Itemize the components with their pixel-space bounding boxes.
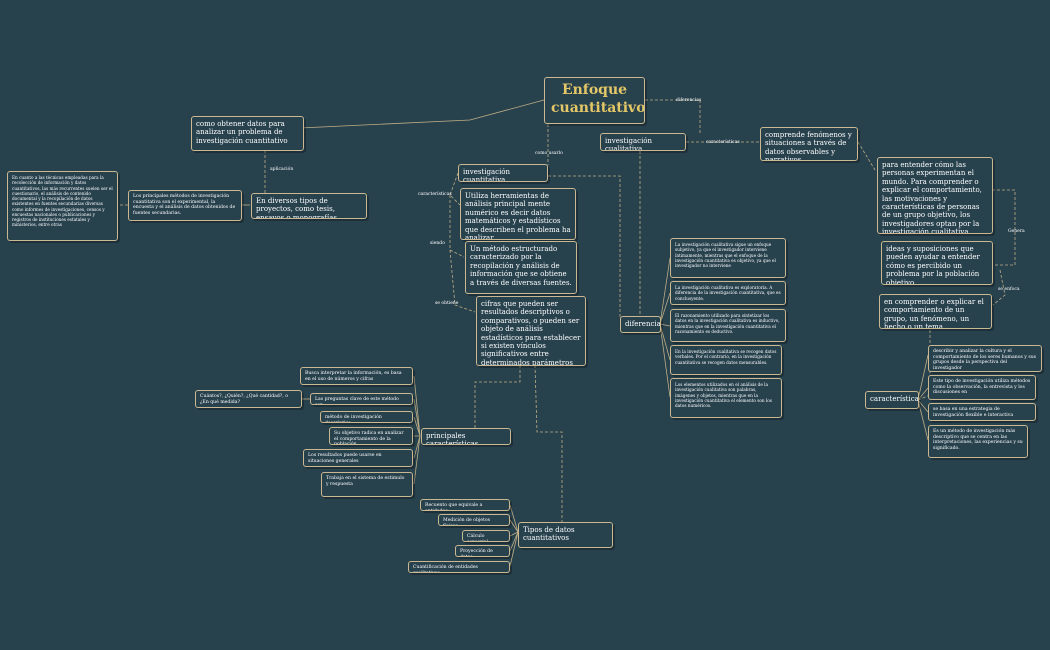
metodo-estructurado-node[interactable]: Un método estructurado caracterizado por…	[465, 241, 577, 294]
dif4-node[interactable]: En la investigación cualitativa se recog…	[670, 345, 782, 375]
car-r2-node[interactable]: Este tipo de investigación utiliza métod…	[928, 375, 1036, 400]
para-entender-node[interactable]: para entender cómo las personas experime…	[877, 157, 993, 234]
comprende-node[interactable]: comprende fenómenos y situaciones a trav…	[760, 127, 858, 161]
link-cifras-principales	[474, 365, 521, 428]
main-title-node[interactable]: Enfoque cuantitativo	[544, 77, 645, 124]
link-label-caracteristicas-top: características	[706, 140, 740, 145]
principales-node[interactable]: principales características	[421, 428, 511, 445]
pc2-node[interactable]: Las preguntas clave de este método son:	[310, 393, 413, 405]
ideas-node[interactable]: ideas y suposiciones que pueden ayudar a…	[881, 241, 993, 285]
link-label-caracteristicas-left: características	[418, 192, 452, 197]
caracteristicas-right-node[interactable]: características	[865, 391, 919, 409]
link-label-aplicacion: aplicación	[270, 167, 294, 172]
main-title: Enfoque cuantitativo	[551, 82, 645, 116]
inv-cuantitativa-node[interactable]: investigación cuantitativa	[458, 164, 548, 182]
link-label-genera: Genera	[1008, 229, 1025, 234]
car-r3-node[interactable]: se basa en una estrategia de investigaci…	[928, 403, 1036, 421]
pc5-node[interactable]: Los resultados puede usarse en situacion…	[303, 449, 413, 467]
link-title-como-obtener	[299, 99, 545, 129]
cifras-node[interactable]: cifras que pueden ser resultados descrip…	[476, 296, 586, 366]
link-label-se-obtiene: se obtiene	[435, 301, 459, 306]
link-para-ideas	[992, 189, 1016, 266]
car-r4-node[interactable]: Es un método de investigación más descri…	[928, 425, 1028, 458]
como-obtener-node[interactable]: como obtener datos para analizar un prob…	[191, 116, 304, 151]
link-label-se-enfoca: se enfoca	[998, 287, 1020, 292]
tecnicas-node[interactable]: En cuanto a las técnicas empleadas para …	[7, 171, 118, 241]
link-label-siendo: siendo	[430, 241, 445, 246]
dif1-node[interactable]: La investigación cualitativa sigue un en…	[670, 238, 786, 278]
utiliza-node[interactable]: Utiliza herramientas de análisis princip…	[460, 188, 576, 240]
dif3-node[interactable]: El razonamiento utilizado para sintetiza…	[670, 309, 786, 342]
pc6-node[interactable]: Trabaja en el sistema de estimulo y resp…	[321, 472, 413, 497]
inv-cualitativa-node[interactable]: investigación cualitativa	[600, 133, 686, 151]
t1-node[interactable]: Recuento que equivale a entidades	[420, 499, 510, 511]
en-comprender-node[interactable]: en comprender o explicar el comportamien…	[879, 294, 992, 329]
link-principales-items	[413, 375, 421, 485]
pc4-node[interactable]: Su objetivo radica en analizar el compor…	[329, 427, 413, 445]
link-title-inv-cual	[645, 99, 701, 134]
car-r1-node[interactable]: describir y analizar la cultura y el com…	[928, 345, 1042, 372]
metodos-principales-node[interactable]: Los principales métodos de investigación…	[128, 190, 242, 221]
diversos-tipos-node[interactable]: En diversos tipos de proyectos, como tes…	[251, 193, 367, 219]
link-cifras-tipos	[534, 364, 563, 522]
link-car-items	[917, 354, 929, 441]
link-label-diferencias: diferencias	[676, 98, 702, 103]
dif5-node[interactable]: Los elementos utilizados en el análisis …	[670, 378, 782, 418]
diferencia-node[interactable]: diferencia	[620, 316, 661, 333]
t2-node[interactable]: Medición de objetos físicos	[438, 514, 510, 526]
pc3-node[interactable]: método de investigación descriptivo	[320, 411, 413, 423]
pc2a-node[interactable]: Cuántos?, ¿Quién?, ¿Qué cantidad?, o ¿En…	[195, 390, 302, 408]
link-label-como-usarlo: como usarlo	[535, 151, 563, 156]
dif2-node[interactable]: La investigación cualitativa es explorat…	[670, 281, 786, 305]
link-tipos-items	[509, 504, 519, 567]
link-comprende-para	[857, 141, 876, 171]
tipos-node[interactable]: Tipos de datos cuantitativos	[518, 522, 613, 548]
link-diferencia-items	[659, 257, 671, 398]
t3-node[interactable]: Cálculo sensorial	[462, 530, 510, 542]
t4-node[interactable]: Proyección de datos	[455, 545, 510, 557]
pc1-node[interactable]: Busca interpretar la información, es bas…	[300, 367, 413, 385]
